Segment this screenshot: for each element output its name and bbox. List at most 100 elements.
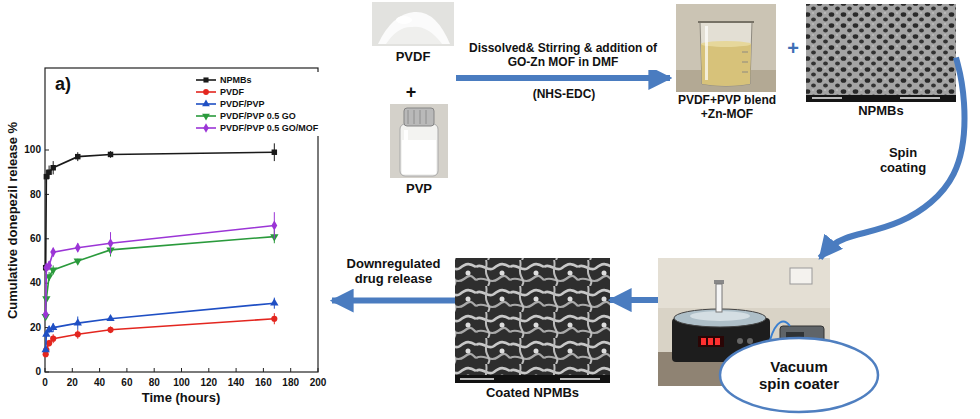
ellipse-outline xyxy=(720,338,878,412)
data-marker xyxy=(106,314,114,321)
legend-sample xyxy=(195,87,217,97)
beaker-photo xyxy=(705,26,708,80)
data-marker xyxy=(46,260,52,270)
chart-legend: NPMBsPVDFPVDF/PVPPVDF/PVP 0.5 GO PVDF/PVP… xyxy=(192,72,321,136)
coater-photo xyxy=(698,336,724,347)
legend-sample xyxy=(203,89,209,95)
legend-sample xyxy=(203,77,208,82)
release-curve xyxy=(42,230,279,321)
node-label: PVDF xyxy=(396,50,431,65)
tick-label: 60 xyxy=(121,377,132,389)
node-label: Vacuum spin coater xyxy=(754,358,844,393)
tick-label: 120 xyxy=(200,377,217,389)
beaker-photo xyxy=(701,41,751,47)
legend-entry: PVDF/PVP xyxy=(195,98,318,110)
coater-photo xyxy=(708,338,713,345)
coater-station: Vacuum spin coater xyxy=(658,258,880,414)
axis-tick xyxy=(236,368,237,372)
process-arrow xyxy=(610,297,658,303)
sem-image xyxy=(806,4,956,102)
powder-photo xyxy=(372,2,454,46)
data-marker xyxy=(108,238,114,248)
legend-entry: PVDF xyxy=(195,86,318,98)
release-curve xyxy=(42,143,279,357)
powder-photo xyxy=(378,12,450,44)
coater-photo xyxy=(714,280,724,284)
powder-photo xyxy=(386,27,442,44)
tick-label: 40 xyxy=(94,377,105,389)
data-marker xyxy=(271,316,277,322)
tick-label: 140 xyxy=(228,377,245,389)
axis-title: Time (hours) xyxy=(142,391,221,406)
coater-photo xyxy=(715,338,720,345)
curve-line xyxy=(46,303,275,350)
legend-entry: PVDF/PVP 0.5 GO xyxy=(195,110,318,122)
beaker-photo xyxy=(742,72,748,73)
beaker-photo xyxy=(676,4,776,92)
bottle-photo xyxy=(420,110,421,124)
curve-line xyxy=(46,319,275,355)
data-marker xyxy=(42,345,50,352)
data-marker xyxy=(75,154,80,159)
data-marker xyxy=(108,152,113,157)
reagent-note: (NHS-EDC) xyxy=(533,88,596,102)
legend-label: PVDF/PVP 0.5 GO xyxy=(220,111,296,121)
coater-photo xyxy=(716,284,722,312)
sem-image xyxy=(806,4,956,102)
beaker-photo xyxy=(742,52,748,53)
legend-label: PVDF/PVP 0.5 GO/MOF xyxy=(220,123,318,133)
axis-tick xyxy=(318,368,319,372)
bottle-photo xyxy=(400,124,438,176)
release-curve xyxy=(43,212,278,319)
data-marker xyxy=(272,149,277,154)
coated-sem: Coated NPMBs xyxy=(455,258,610,405)
axis-tick xyxy=(290,368,291,372)
coater-photo xyxy=(658,258,830,308)
edge-label: Downregulated drug release xyxy=(338,257,450,287)
data-marker xyxy=(74,318,82,325)
bottle-photo xyxy=(404,108,434,126)
legend-sample xyxy=(195,99,217,109)
bottle-photo xyxy=(426,110,427,124)
process-arrow xyxy=(456,75,670,81)
release-curve xyxy=(42,298,279,353)
axis-tick xyxy=(45,372,49,373)
beaker-photo xyxy=(742,62,748,63)
tick-label: 180 xyxy=(282,377,299,389)
legend-entry: PVDF/PVP 0.5 GO/MOF xyxy=(195,122,318,134)
coated-sem-image xyxy=(455,258,610,383)
legend-label: NPMBs xyxy=(220,75,252,85)
axis-tick xyxy=(99,368,100,372)
bottle-photo xyxy=(408,110,409,124)
data-marker xyxy=(50,247,56,257)
tick-label: 60 xyxy=(30,233,41,245)
coated-sem-image xyxy=(455,375,610,383)
chart-frame xyxy=(42,68,318,372)
coated-sem-image xyxy=(460,378,494,380)
data-marker xyxy=(43,309,49,319)
data-marker xyxy=(49,323,57,330)
ellipse-shape: Vacuum spin coater xyxy=(718,336,880,414)
legend-sample xyxy=(202,100,210,107)
node-label: Coated NPMBs xyxy=(486,386,579,401)
bottle-photo xyxy=(404,130,408,170)
legend-sample xyxy=(195,75,217,85)
axis-tick xyxy=(45,150,49,151)
legend-sample xyxy=(203,123,208,132)
beaker-photo xyxy=(700,22,752,86)
axis-tick xyxy=(154,368,155,372)
tick-label: 40 xyxy=(30,277,41,289)
coated-sem-image xyxy=(560,378,600,380)
tick-label: 160 xyxy=(255,377,272,389)
legend-sample xyxy=(195,123,217,133)
edge-label: Dissolved& Stirring & addition of GO-Zn … xyxy=(463,42,663,70)
bottle-photo xyxy=(390,104,448,178)
powder-photo xyxy=(372,2,454,46)
node-label: PVDF+PVP blend +Zn-MOF xyxy=(672,94,782,122)
tick-label: 200 xyxy=(310,377,327,389)
tick-label: 20 xyxy=(30,322,41,334)
edge-label: Spin coating xyxy=(870,146,936,176)
node-label: NPMBs xyxy=(858,104,904,119)
tick-label: 100 xyxy=(24,144,41,156)
data-marker xyxy=(270,298,278,305)
